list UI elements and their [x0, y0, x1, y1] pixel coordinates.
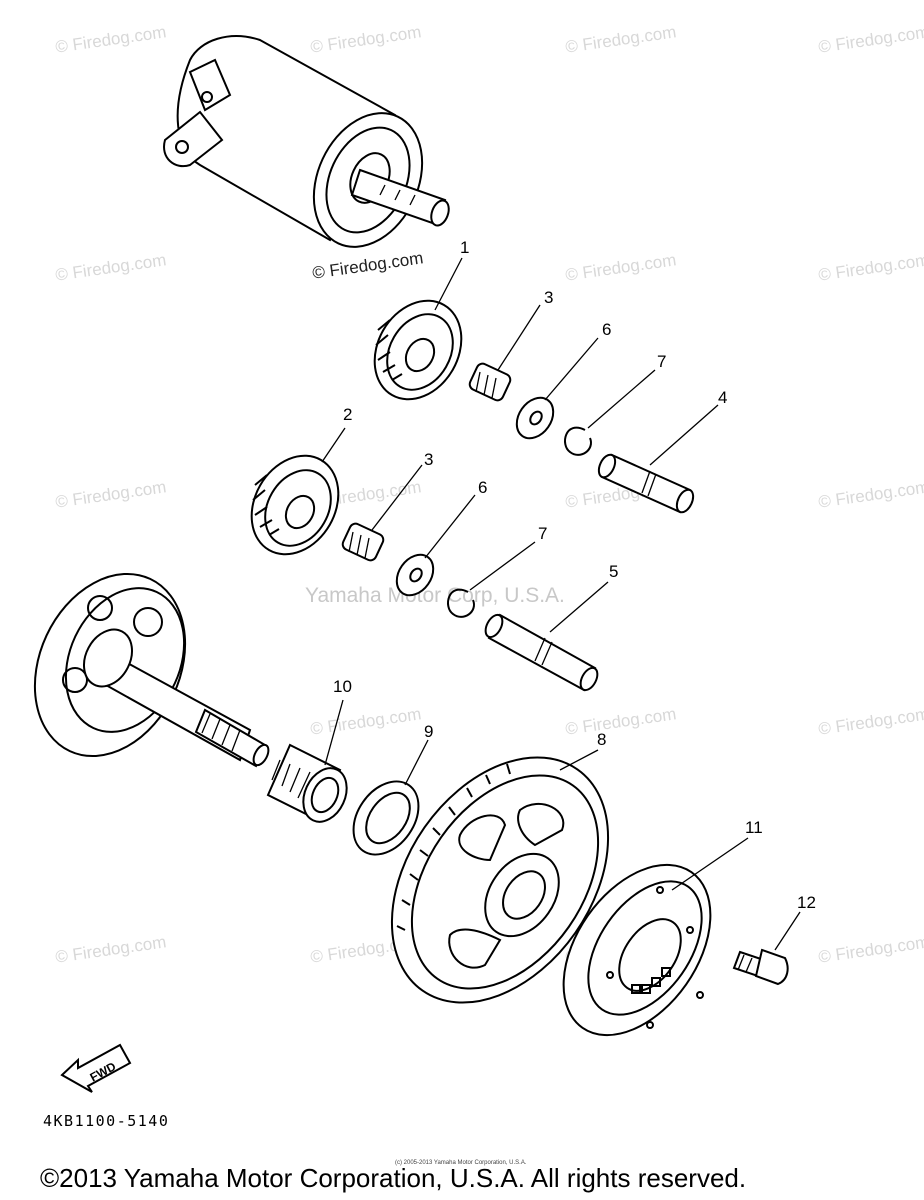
callout-3: 3 — [424, 450, 434, 469]
leader-line — [549, 581, 609, 633]
callout-3: 3 — [544, 288, 554, 307]
needle-bearing-10 — [266, 743, 348, 823]
needle-bearing-3b — [341, 522, 385, 562]
leader-line — [774, 911, 801, 951]
copyright-footer: ©2013 Yamaha Motor Corporation, U.S.A. A… — [40, 1163, 747, 1193]
shaft-4 — [597, 453, 695, 514]
leader-line — [371, 464, 423, 531]
shaft-5 — [484, 613, 599, 692]
callout-7: 7 — [657, 352, 667, 371]
washer-6a — [515, 396, 555, 440]
one-way-clutch-11 — [562, 863, 712, 1037]
bolt-12 — [732, 948, 789, 986]
callout-12: 12 — [797, 893, 816, 912]
leader-line — [587, 369, 656, 429]
starter-clutch-shaft — [33, 572, 270, 768]
tiny-copyright-note: (c) 2005-2013 Yamaha Motor Corporation, … — [395, 1160, 527, 1166]
leader-line — [497, 304, 541, 371]
callout-9: 9 — [424, 722, 434, 741]
starter-motor — [163, 35, 450, 248]
fwd-arrow-icon: FWD — [60, 1043, 132, 1093]
leader-line — [321, 427, 346, 463]
leader-line — [434, 257, 463, 311]
leader-line — [404, 739, 429, 786]
circlip-7b — [447, 588, 475, 618]
needle-bearing-3a — [468, 362, 512, 402]
callout-2: 2 — [343, 405, 353, 424]
callout-10: 10 — [333, 677, 352, 696]
washer-9 — [352, 780, 420, 856]
center-watermark: Yamaha Motor Corp, U.S.A. — [305, 584, 565, 607]
leader-line — [559, 749, 599, 771]
wheel-gear-8 — [390, 756, 610, 1004]
callout-6: 6 — [602, 320, 612, 339]
callout-5: 5 — [609, 562, 619, 581]
leader-line — [469, 541, 536, 591]
idler-gear-1 — [373, 299, 463, 401]
leader-line — [544, 337, 599, 401]
callout-11: 11 — [745, 818, 763, 837]
idler-gear-2 — [250, 454, 340, 556]
callout-1: 1 — [460, 238, 470, 257]
leader-line — [324, 699, 344, 766]
leader-line — [649, 404, 719, 466]
washer-6b — [395, 553, 435, 597]
leader-line — [424, 494, 476, 559]
callout-7: 7 — [538, 524, 548, 543]
callout-6: 6 — [478, 478, 488, 497]
part-code: 4KB1100-5140 — [43, 1112, 170, 1130]
circlip-7a — [564, 426, 592, 456]
callout-4: 4 — [718, 388, 728, 407]
leader-line — [671, 837, 749, 891]
callout-8: 8 — [597, 730, 607, 749]
